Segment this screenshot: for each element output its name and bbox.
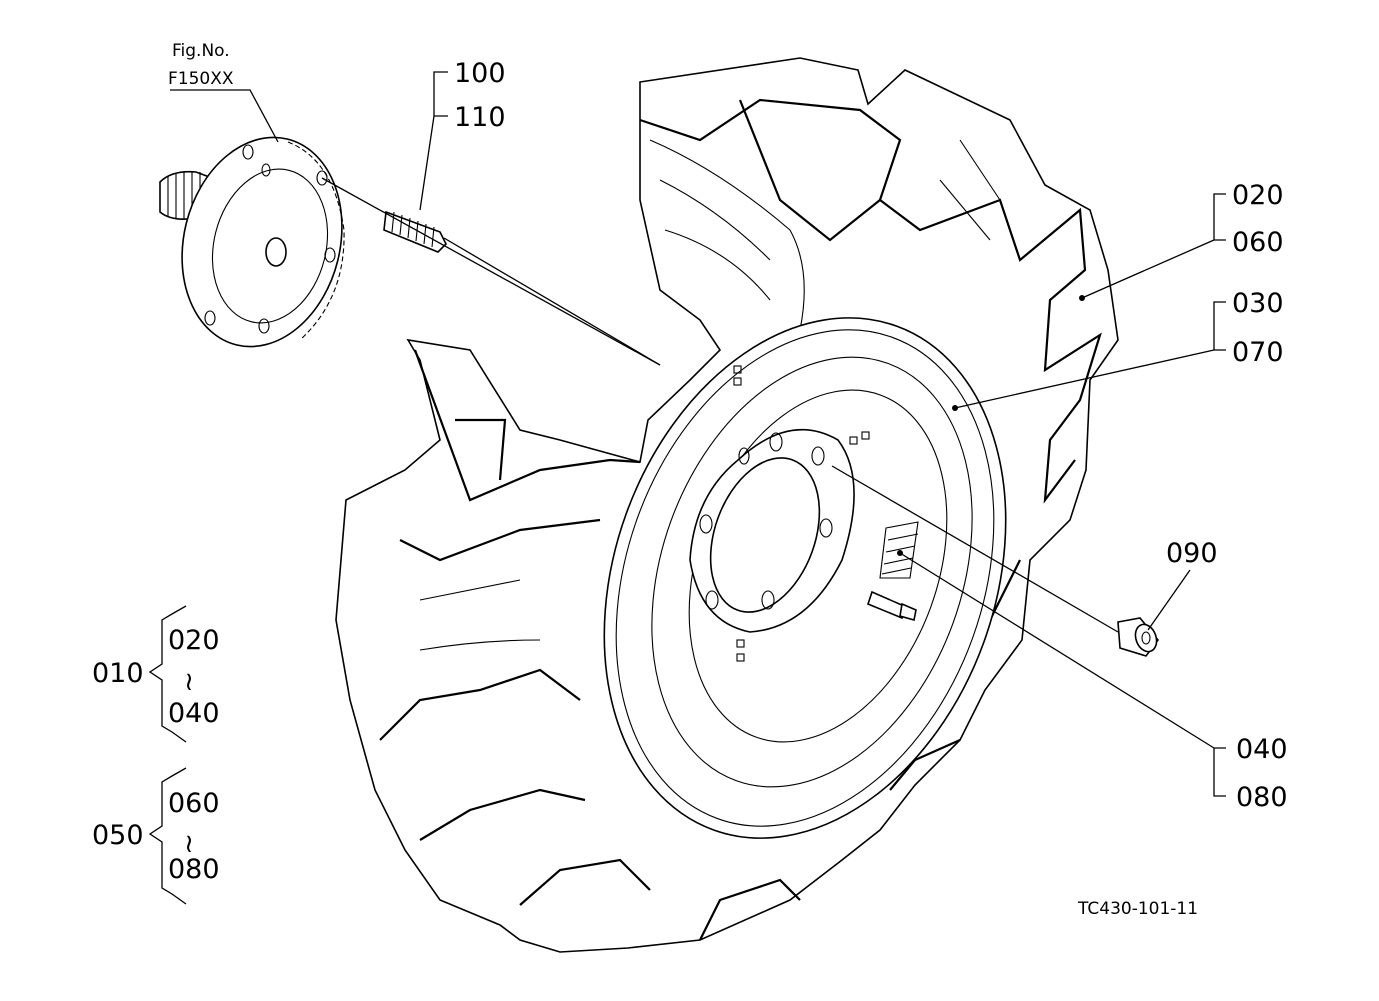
callout-100: 100	[454, 58, 506, 89]
group-050-to: 080	[168, 854, 220, 885]
figure-ref-line2: F150XX	[168, 69, 234, 89]
rim-label-plate	[879, 521, 919, 579]
stud-bolt	[383, 210, 447, 253]
wheel-assembly	[335, 57, 1119, 953]
group-050-from: 060	[168, 788, 220, 819]
group-010-to: 040	[168, 698, 220, 729]
group-010-tilde: ~	[174, 671, 204, 693]
callout-070: 070	[1232, 337, 1284, 368]
callout-110: 110	[454, 102, 506, 133]
group-050-label: 050	[92, 820, 144, 851]
callout-060: 060	[1232, 227, 1284, 258]
wheel-nut	[1117, 617, 1160, 657]
callout-090: 090	[1166, 538, 1218, 569]
valve-stem	[867, 590, 917, 622]
group-010-label: 010	[92, 658, 144, 689]
callout-040: 040	[1236, 734, 1288, 765]
figure-ref-line1: Fig.No.	[172, 41, 230, 61]
callout-080: 080	[1236, 782, 1288, 813]
callout-020: 020	[1232, 180, 1284, 211]
hub-assembly	[159, 136, 345, 348]
drawing-code: TC430-101-11	[1077, 899, 1198, 919]
callout-030: 030	[1232, 288, 1284, 319]
group-050-tilde: ~	[174, 833, 204, 855]
group-010-from: 020	[168, 625, 220, 656]
leader-lines	[148, 71, 1226, 905]
